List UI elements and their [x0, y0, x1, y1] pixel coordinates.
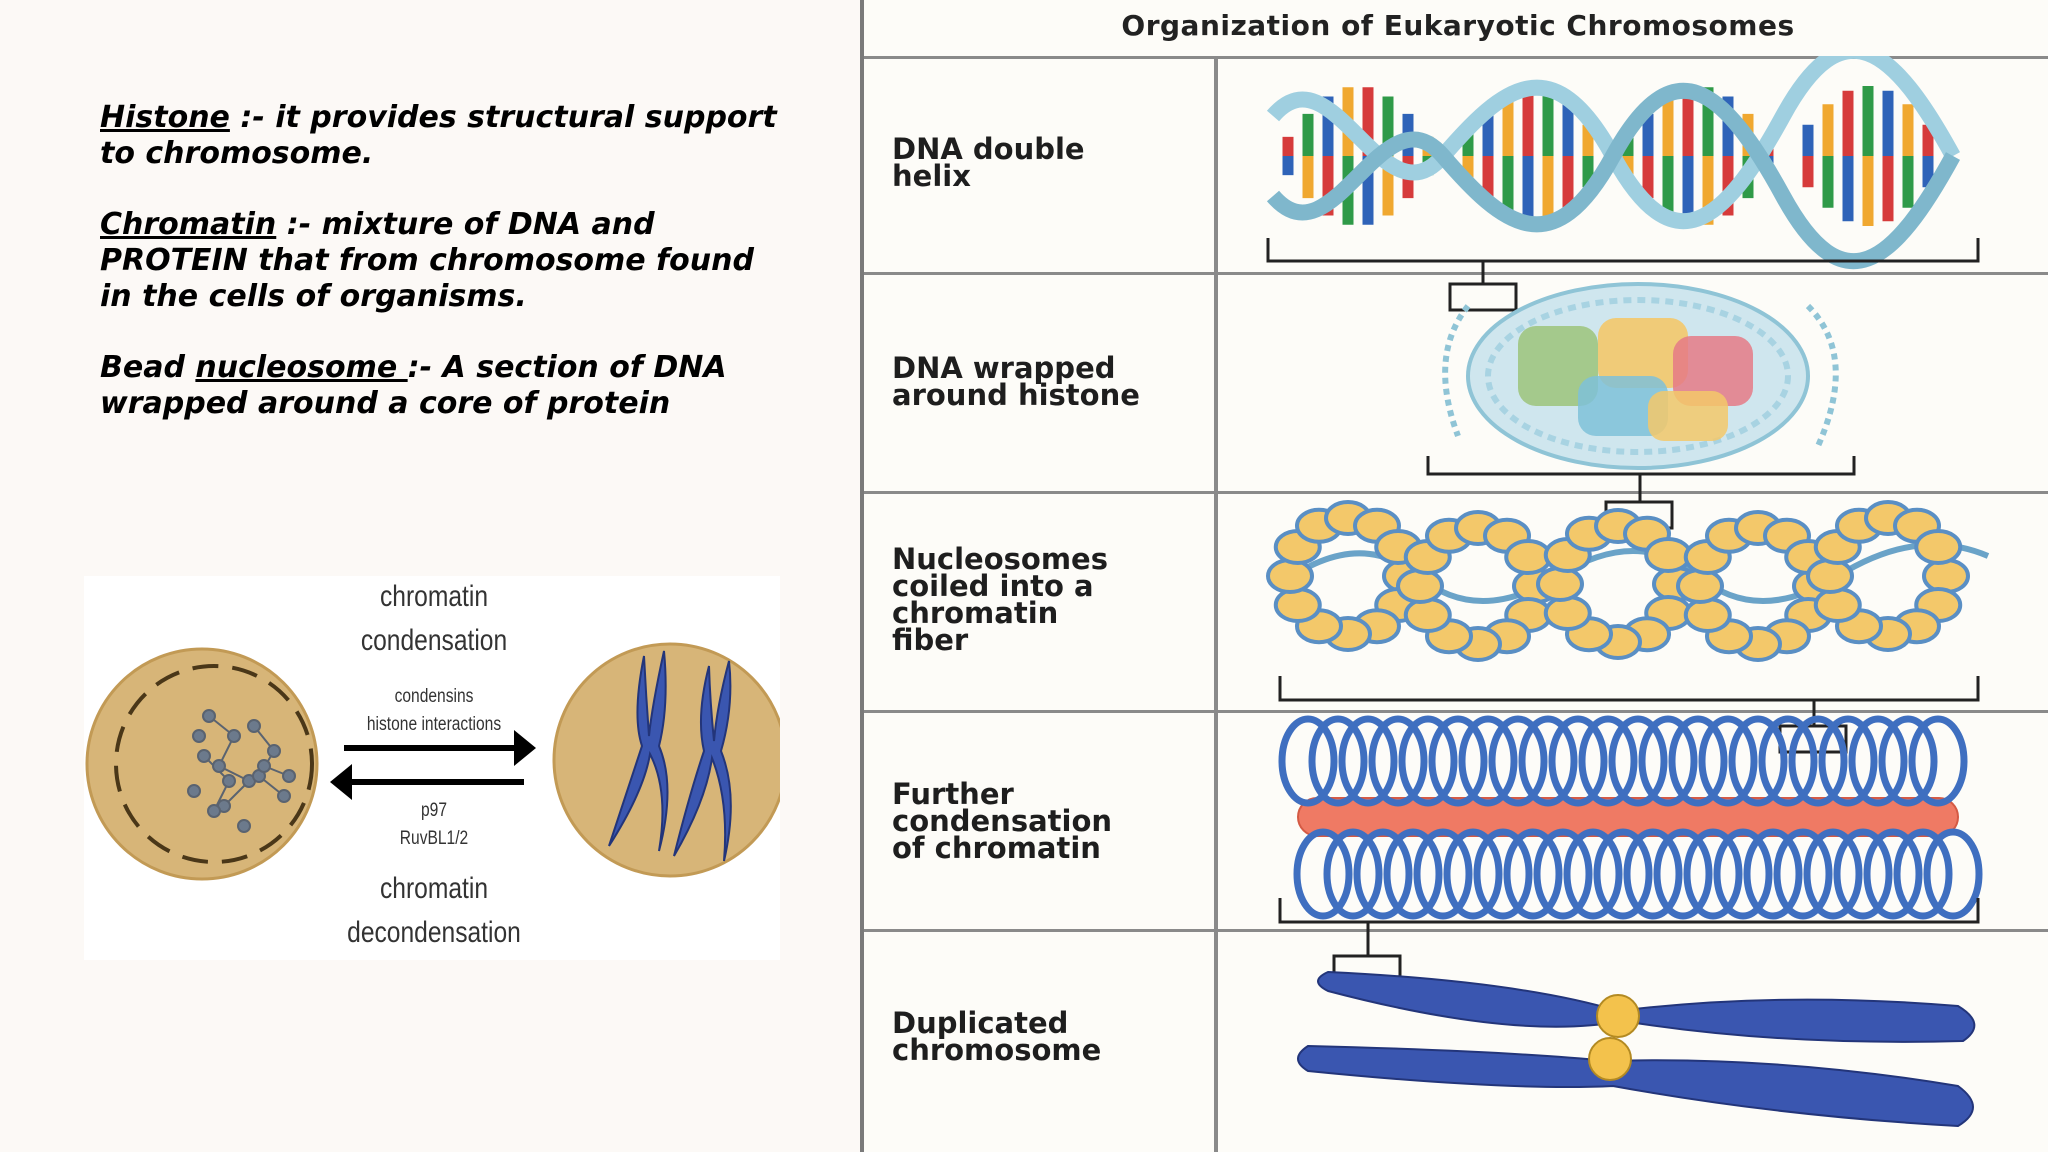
- chromatin-cycle-art: [85, 642, 780, 881]
- mitotic-cell: [552, 642, 780, 878]
- label-histone-interactions: histone interactions: [366, 714, 502, 735]
- term-nucleosome: nucleosome: [195, 350, 408, 385]
- label-decondensation: decondensation: [347, 916, 521, 949]
- definition-histone: Histone :- it provides structural suppor…: [100, 100, 777, 171]
- label-ruvbl: RuvBL1/2: [399, 828, 469, 849]
- chromosome-organization-panel: Organization of Eukaryotic Chromosomes D…: [860, 0, 2048, 1152]
- label-condensins: condensins: [394, 686, 474, 707]
- term-histone: Histone: [100, 100, 230, 135]
- condensed-chromatin: [1278, 715, 1983, 920]
- label-chromatin-bottom: chromatin: [379, 872, 489, 905]
- chromatin-fiber: [1266, 500, 1990, 662]
- definition-nucleosome: Bead nucleosome :- A section of DNA wrap…: [100, 350, 727, 421]
- definition-chromatin: Chromatin :- mixture of DNA and PROTEIN …: [100, 207, 754, 314]
- condensed-chromosomes: [608, 650, 732, 862]
- label-condensation: condensation: [360, 624, 508, 657]
- label-chromatin-top: chromatin: [379, 580, 489, 613]
- decondensed-chromatin: [187, 709, 296, 833]
- label-p97: p97: [420, 800, 447, 821]
- condensation-arrowhead: [514, 730, 536, 766]
- dna-double-helix: [1266, 56, 1980, 312]
- chromatin-cycle-figure: chromatin condensation condensins histon…: [84, 576, 780, 960]
- decondensation-arrowhead: [330, 764, 352, 800]
- interphase-cell: [85, 647, 319, 881]
- organization-illustrations: [1266, 56, 1990, 1128]
- duplicated-chromosome: [1297, 970, 1976, 1128]
- nuclear-envelope: [114, 664, 314, 864]
- definitions-panel: Histone :- it provides structural suppor…: [100, 100, 780, 457]
- column-divider: [1214, 56, 1218, 1152]
- term-chromatin: Chromatin: [100, 207, 277, 242]
- dna-wrapped-histone: [1426, 282, 1856, 530]
- organization-title: Organization of Eukaryotic Chromosomes: [864, 0, 2048, 59]
